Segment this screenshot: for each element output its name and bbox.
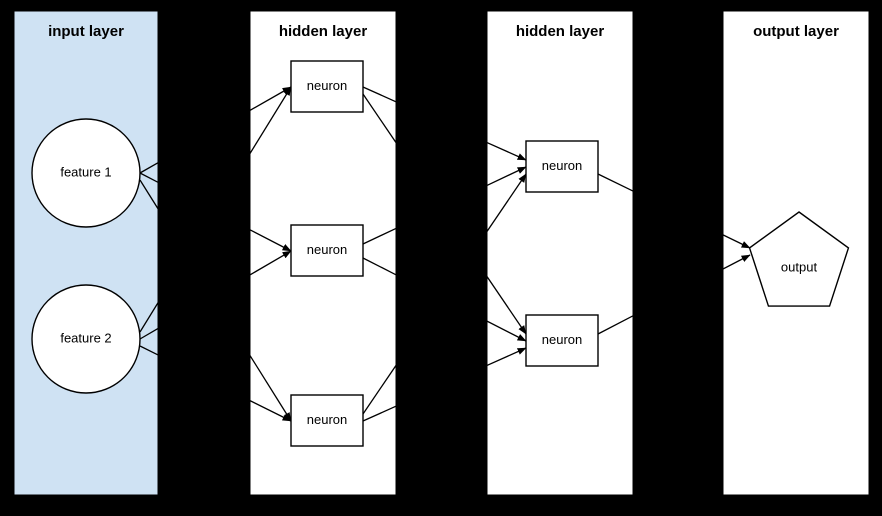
edge-e-f1-h1n3 (250, 354, 292, 422)
edge-e-h2n2-out (723, 254, 751, 270)
node-label-h1-neuron-2: neuron (307, 242, 347, 257)
edge-e-h1n2-h2n2 (487, 320, 527, 342)
node-label-h2-neuron-2: neuron (542, 332, 582, 347)
edge-e-h1n3-h2n1 (487, 173, 527, 233)
edge-e-h1n3-h2n2 (487, 347, 527, 367)
edge-e-h1n1-h2n2 (362, 93, 396, 144)
edge-e-h1n1-h2n1 (362, 86, 396, 103)
node-label-h1-neuron-1: neuron (307, 78, 347, 93)
edge-e-h2n1-out (723, 234, 751, 249)
edge-e-h2n1-out (597, 173, 633, 192)
layer-box-hidden-layer-2 (486, 10, 634, 496)
node-h1-neuron-3[interactable]: neuron (290, 394, 364, 447)
edge-e-h2n2-out (597, 315, 633, 335)
edges-group (139, 86, 751, 422)
node-feature-2[interactable]: feature 2 (31, 284, 141, 394)
node-h2-neuron-2[interactable]: neuron (525, 314, 599, 367)
edge-e-h1n2-h2n2 (362, 257, 396, 276)
nodes-group: feature 1 feature 2 neuron neuron neuron neur… (31, 60, 850, 447)
edge-e-f2-h1n1 (250, 86, 292, 155)
node-label-h2-neuron-1: neuron (542, 158, 582, 173)
edge-e-f1-h1n2 (250, 229, 292, 252)
edge-e-h1n3-h2n2 (362, 405, 396, 422)
edge-e-h1n2-h2n1 (487, 166, 527, 187)
node-label-feature-2: feature 2 (60, 330, 111, 345)
node-h1-neuron-2[interactable]: neuron (290, 224, 364, 277)
layer-backgrounds (13, 10, 870, 496)
node-feature-1[interactable]: feature 1 (31, 118, 141, 228)
node-label-output-node: output (781, 259, 818, 274)
edge-e-h1n2-h2n1 (362, 227, 396, 245)
node-label-h1-neuron-3: neuron (307, 412, 347, 427)
edge-e-h1n3-h2n1 (362, 364, 396, 415)
edge-e-f1-h1n1 (250, 86, 292, 112)
layer-title-output-layer: output layer (753, 23, 839, 40)
node-label-feature-1: feature 1 (60, 164, 111, 179)
layer-titles-group: input layer hidden layer hidden layer outpu… (48, 23, 839, 40)
layer-title-hidden-layer-2: hidden layer (516, 23, 605, 40)
layer-box-input-layer (13, 10, 159, 496)
node-h2-neuron-1[interactable]: neuron (525, 140, 599, 193)
edge-e-f2-h1n3 (250, 399, 292, 422)
node-output-node[interactable]: output (748, 211, 850, 307)
edge-e-h1n1-h2n2 (487, 275, 527, 335)
edge-e-f2-h1n2 (250, 250, 292, 276)
edge-e-h1n1-h2n1 (487, 141, 527, 161)
layer-title-input-layer: input layer (48, 23, 124, 40)
layer-title-hidden-layer-1: hidden layer (279, 23, 368, 40)
node-h1-neuron-1[interactable]: neuron (290, 60, 364, 113)
